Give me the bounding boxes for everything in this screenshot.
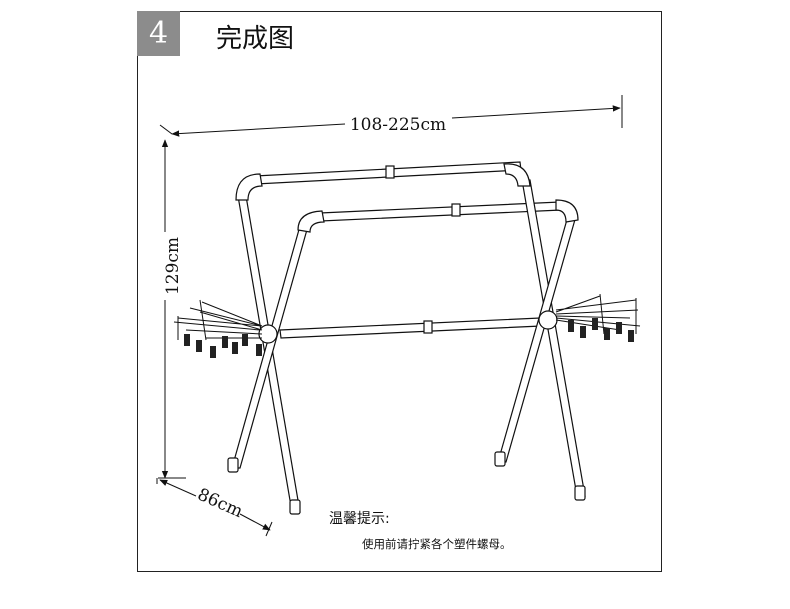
height-label: 129cm <box>163 237 183 295</box>
width-label: 108-225cm <box>350 115 446 135</box>
bar-connector <box>385 165 395 179</box>
elbow-joint <box>235 173 263 201</box>
rack-structure <box>227 161 586 515</box>
elbow-joint <box>503 163 531 187</box>
bar-connector <box>451 203 461 217</box>
depth-dimension: 86cm <box>156 478 273 537</box>
elbow-joint <box>555 199 579 223</box>
width-dimension: 108-225cm <box>159 95 623 137</box>
front-top-bar <box>319 201 562 222</box>
foot-cap <box>574 485 586 501</box>
lower-bar <box>279 317 542 339</box>
diagram-frame <box>137 11 662 572</box>
foot-cap <box>494 451 506 467</box>
foot-cap <box>227 457 239 473</box>
bar-connector <box>423 320 433 334</box>
left-clip-wing <box>173 299 263 358</box>
diagram-title: 完成图 <box>216 24 295 54</box>
right-hub <box>538 310 558 330</box>
depth-label: 86cm <box>194 485 245 523</box>
height-dimension: 129cm <box>158 139 186 479</box>
step-number: 4 <box>148 16 169 51</box>
right-clip-wing <box>555 293 641 342</box>
tips-heading: 温馨提示: <box>329 511 390 527</box>
tips-text: 使用前请拧紧各个塑件螺母。 <box>362 537 512 551</box>
foot-cap <box>289 499 301 515</box>
left-front-leg <box>231 225 309 469</box>
elbow-joint <box>297 210 325 233</box>
step-number-badge: 4 <box>137 11 180 56</box>
right-back-leg <box>521 179 586 497</box>
